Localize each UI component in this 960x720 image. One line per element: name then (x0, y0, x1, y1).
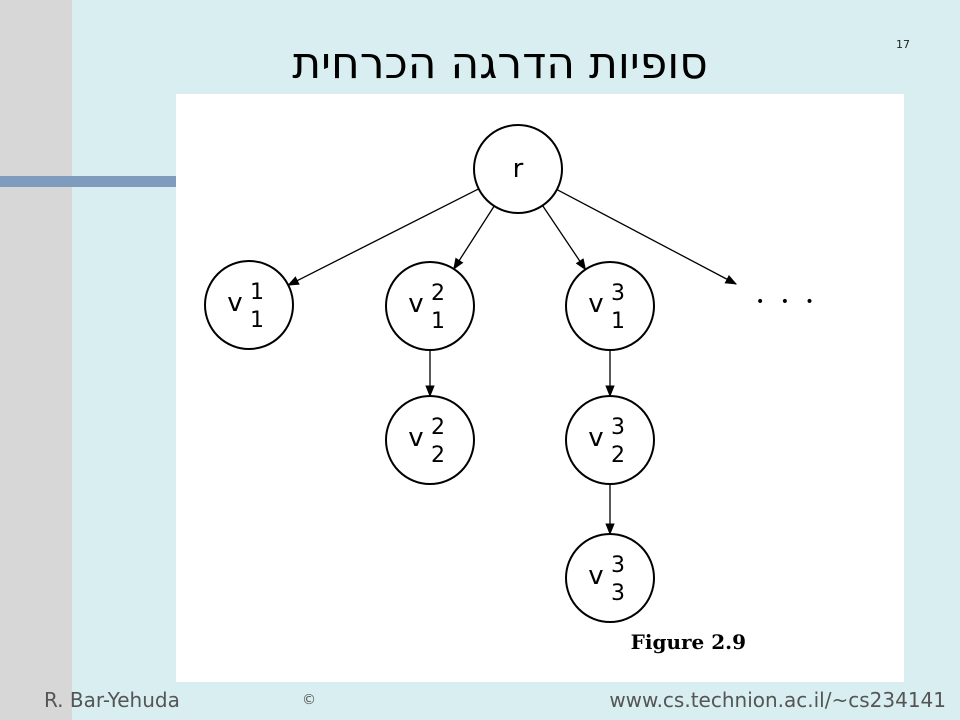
node-label-subscript: 2 (431, 443, 445, 468)
node-label-superscript: 3 (611, 281, 625, 306)
node-circle (385, 261, 475, 351)
node-label: r (513, 154, 524, 184)
footer-url: www.cs.technion.ac.il/~cs234141 (609, 688, 946, 712)
node-label-superscript: 3 (611, 415, 625, 440)
slide-title: סופיות הדרגה הכרחית (292, 38, 708, 89)
edge-r-v3_1 (541, 205, 587, 271)
node-label-subscript: 1 (431, 309, 445, 334)
edge-r-v2_1 (453, 205, 495, 270)
node-label-subscript: 1 (611, 309, 625, 334)
node-r: r (473, 124, 563, 214)
node-label-base: v (588, 561, 603, 591)
footer-author: R. Bar-Yehuda (44, 688, 180, 712)
node-circle (565, 395, 655, 485)
node-label-superscript: 3 (611, 553, 625, 578)
figure-caption: Figure 2.9 (630, 630, 746, 654)
node-label-base: v (588, 423, 603, 453)
node-label-superscript: 2 (431, 281, 445, 306)
node-label-subscript: 2 (611, 443, 625, 468)
left-band (0, 0, 72, 720)
edge-r-ellipsis (556, 188, 738, 285)
node-circle (473, 124, 563, 214)
node-label-base: v (588, 289, 603, 319)
slide-number: 17 (896, 38, 910, 51)
node-label-subscript: 3 (611, 581, 625, 606)
node-label-superscript: 1 (250, 280, 264, 305)
node-circle (565, 533, 655, 623)
edge-r-v1_1 (287, 188, 480, 286)
node-label-base: v (227, 288, 242, 318)
node-label-subscript: 1 (250, 308, 264, 333)
node-label-base: v (408, 423, 423, 453)
footer-copyright: © (302, 692, 316, 708)
accent-bar (0, 176, 178, 187)
node-label-base: v (408, 289, 423, 319)
node-label-superscript: 2 (431, 415, 445, 440)
node-circle (204, 260, 294, 350)
node-circle (385, 395, 475, 485)
ellipsis: • • • (756, 294, 820, 310)
node-circle (565, 261, 655, 351)
